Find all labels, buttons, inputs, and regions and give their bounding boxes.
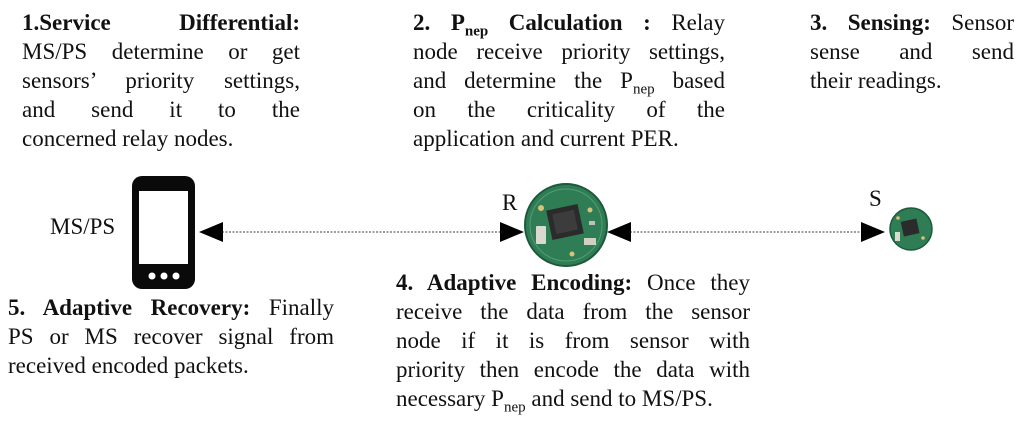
link-phone-relay — [199, 222, 524, 242]
step-3-line-1-rest: Sensor — [930, 10, 1014, 35]
step-3-sensing: 3. Sensing: Sensor sense and send their … — [810, 8, 1014, 95]
phone-label: MS/PS — [50, 214, 116, 239]
step-4-adaptive-encoding: 4. Adaptive Encoding: Once they receive … — [396, 268, 750, 416]
step-2-line-1-rest: Relay — [650, 10, 725, 35]
step-2-line-4: on the criticality of the — [413, 97, 725, 122]
relay-node-board-icon — [524, 183, 608, 267]
sensor-node-board-icon — [889, 207, 933, 251]
sensor-label: S — [869, 186, 882, 211]
step-5-line-3: received encoded packets. — [8, 353, 249, 378]
step-4-line-3: node if it is from sensor with — [396, 328, 750, 353]
arrowhead-right-icon — [500, 222, 524, 242]
step-2-title-rest: Calculation : — [488, 10, 651, 35]
pnep-subscript: nep — [503, 399, 526, 416]
step-5-title: 5. Adaptive Recovery: — [8, 295, 251, 320]
step-4-line-5-b: and send to MS/PS. — [525, 386, 713, 411]
step-2-title-num: 2. P — [413, 10, 465, 35]
step-2-line-5: application and current PER. — [413, 126, 679, 151]
step-2-line-2: node receive priority settings, — [413, 39, 725, 64]
step-4-line-1: 4. Adaptive Encoding: Once they — [396, 268, 750, 297]
arrowhead-left-icon — [199, 222, 223, 242]
step-4-line-4: priority then encode the data with — [396, 357, 750, 382]
step-3-title: 3. Sensing: — [810, 10, 931, 35]
step-1-line: MS/PS determine or get — [22, 39, 300, 64]
step-2-pnep-calculation: 2. Pnep Calculation : Relay node receive… — [413, 8, 725, 153]
step-5-line-1-rest: Finally — [250, 295, 334, 320]
pnep-subscript: nep — [464, 23, 489, 40]
step-1-line: and send it to the — [22, 97, 300, 122]
step-2-line-3-a: and determine the P — [413, 68, 633, 93]
step-5-line-1: 5. Adaptive Recovery: Finally — [8, 293, 334, 322]
step-1-line: sensors’ priority settings, — [22, 68, 300, 93]
step-4-line-1-rest: Once they — [632, 270, 750, 295]
step-3-line-2: sense and send — [810, 39, 1014, 64]
step-1-title: 1.Service Differential: — [22, 10, 300, 35]
arrowhead-right-icon — [861, 222, 885, 242]
step-2-line-1: 2. Pnep Calculation : Relay — [413, 8, 725, 40]
relay-label: R — [502, 190, 518, 215]
step-5-line-2: PS or MS recover signal from — [8, 324, 334, 349]
arrowhead-left-icon — [607, 222, 631, 242]
step-4-line-5-a: necessary P — [396, 386, 504, 411]
pnep-subscript: nep — [632, 81, 655, 98]
step-3-line-3: their readings. — [810, 68, 942, 93]
step-5-adaptive-recovery: 5. Adaptive Recovery: Finally PS or MS r… — [8, 293, 334, 380]
step-1-line: concerned relay nodes. — [22, 126, 234, 151]
step-3-line-1: 3. Sensing: Sensor — [810, 8, 1014, 37]
step-1-service-differential: 1.Service Differential: MS/PS determine … — [22, 8, 300, 153]
link-relay-sensor — [607, 222, 885, 242]
phone-icon — [132, 176, 195, 289]
step-4-line-2: receive the data from the sensor — [396, 299, 750, 324]
step-4-title: 4. Adaptive Encoding: — [396, 270, 633, 295]
step-2-line-3-b: based — [654, 68, 725, 93]
step-2-line-3: and determine the Pnep based — [413, 66, 725, 98]
step-4-line-5: necessary Pnep and send to MS/PS. — [396, 384, 750, 416]
